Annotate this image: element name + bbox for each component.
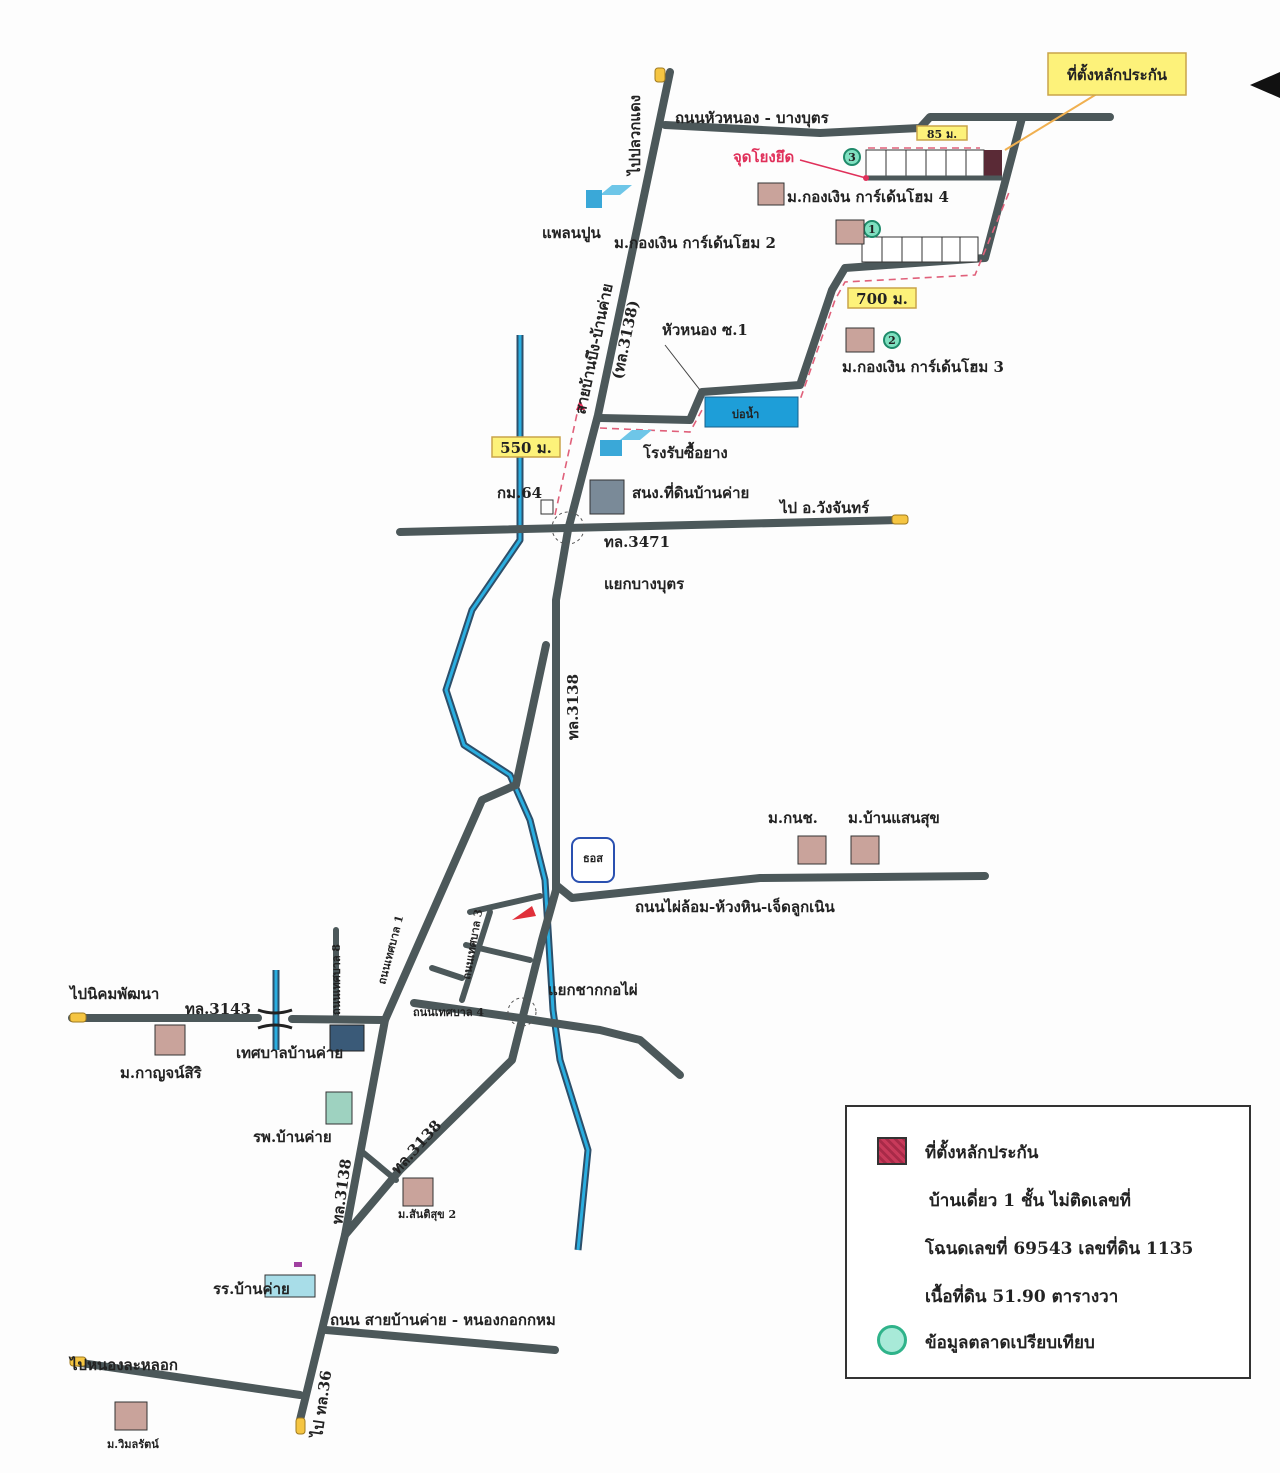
svg-text:แพลนปูน: แพลนปูน (542, 224, 602, 243)
svg-text:3: 3 (848, 151, 856, 164)
school-icon (264, 1274, 316, 1298)
comparable-markers: 3 1 2 (843, 148, 901, 349)
bank-logo-icon (571, 837, 615, 883)
svg-text:ถนน สายบ้านค่าย - หนองกอกกหม: ถนน สายบ้านค่าย - หนองกอกกหม (330, 1311, 556, 1329)
svg-text:ม.วิมลรัตน์: ม.วิมลรัตน์ (107, 1438, 159, 1451)
warehouse-icon (600, 440, 622, 456)
road-network (68, 68, 1114, 1424)
house-icon (154, 1024, 186, 1056)
svg-text:ถนนไผ่ล้อม-ห้วงหิน-เจ็ดลูกเนิน: ถนนไผ่ล้อม-ห้วงหิน-เจ็ดลูกเนิน (635, 897, 836, 917)
svg-text:550 ม.: 550 ม. (500, 439, 552, 457)
house-icon (850, 835, 880, 865)
svg-text:รพ.บ้านค่าย: รพ.บ้านค่าย (253, 1128, 332, 1146)
municipality-icon (329, 1024, 365, 1052)
house-icon (402, 1177, 434, 1207)
svg-text:1: 1 (868, 223, 876, 236)
road-phai-lom (552, 872, 989, 902)
legend-deed: โฉนดเลขที่ 69543 เลขที่ดิน 1135 (925, 1239, 1194, 1259)
svg-text:ทล.3471: ทล.3471 (604, 533, 670, 551)
arrow-icon (69, 1356, 87, 1367)
bridge-icon (257, 1008, 293, 1030)
svg-text:85 ม.: 85 ม. (927, 128, 957, 141)
hospital-icon (325, 1091, 353, 1125)
office-building-icon (589, 479, 625, 515)
arrow-icon (295, 1417, 306, 1435)
house-icon (797, 835, 827, 865)
road-3471 (396, 516, 904, 536)
svg-text:แยกชากกอไผ่: แยกชากกอไผ่ (548, 980, 638, 999)
svg-text:ม.กองเงิน การ์เด้นโฮม 3: ม.กองเงิน การ์เด้นโฮม 3 (842, 357, 1004, 376)
svg-text:700 ม.: 700 ม. (856, 290, 908, 308)
arrow-icon (891, 514, 909, 525)
road-to-chak-ko-phai (410, 999, 684, 1079)
svg-text:ม.กนช.: ม.กนช. (768, 809, 818, 827)
collateral-parcel (984, 150, 1002, 178)
legend-collateral: ที่ตั้งหลักประกัน (925, 1143, 1039, 1163)
canal (272, 335, 592, 1251)
collateral-location-tag: ที่ตั้งหลักประกัน (1067, 63, 1168, 84)
house-icon (114, 1401, 148, 1431)
svg-text:ทล.3138: ทล.3138 (388, 1117, 446, 1178)
svg-text:เทศบาลบ้านค่าย: เทศบาลบ้านค่าย (236, 1044, 343, 1062)
legend-comparable: ข้อมูลตลาดเปรียบเทียบ (925, 1333, 1095, 1353)
svg-text:จุดโยงยึด: จุดโยงยึด (733, 147, 794, 167)
collateral-swatch-icon (877, 1137, 907, 1165)
svg-text:รร.บ้านค่าย: รร.บ้านค่าย (213, 1280, 290, 1298)
svg-text:โรงรับซื้อยาง: โรงรับซื้อยาง (642, 441, 728, 462)
road-thetsaban-1 (296, 641, 550, 1424)
svg-text:ถนนเทศบาล 8: ถนนเทศบาล 8 (330, 944, 343, 1015)
arrow-icon (69, 1012, 87, 1023)
svg-text:ธอส: ธอส (583, 852, 603, 865)
svg-text:ถนนเทศบาล 4: ถนนเทศบาล 4 (413, 1006, 484, 1019)
svg-text:ม.กองเงิน การ์เด้นโฮม 4: ม.กองเงิน การ์เด้นโฮม 4 (787, 187, 949, 206)
legend-house-type: บ้านเดี่ยว 1 ชั้น ไม่ติดเลขที่ (929, 1191, 1131, 1211)
parcel-row-south (861, 236, 979, 263)
legend-area: เนื้อที่ดิน 51.90 ตารางวา (925, 1287, 1119, 1307)
svg-text:สนง.ที่ดินบ้านค่าย: สนง.ที่ดินบ้านค่าย (632, 482, 749, 502)
road-to-nong-lalok (70, 1358, 304, 1399)
svg-text:ม.กาญจน์สิริ: ม.กาญจน์สิริ (120, 1064, 203, 1082)
svg-text:แยกบางบุตร: แยกบางบุตร (604, 575, 685, 594)
house-icon (845, 327, 875, 353)
plant-icon (600, 185, 632, 195)
svg-text:ไปนิคมพัฒนา: ไปนิคมพัฒนา (68, 984, 159, 1003)
arrow-icon (654, 67, 666, 83)
road-ban-khai-nong-kok (322, 1326, 559, 1354)
svg-text:ม.บ้านแสนสุข: ม.บ้านแสนสุข (848, 809, 940, 828)
distance-tags: 85 ม. 700 ม. 550 ม. ที่ตั้งหลักประกัน (491, 52, 1187, 458)
house-icon (757, 182, 785, 206)
svg-text:ทล.3138: ทล.3138 (564, 674, 582, 740)
svg-text:ทล.3143: ทล.3143 (185, 1000, 251, 1018)
comparable-circle-icon (877, 1325, 907, 1355)
km-marker-icon (540, 499, 554, 515)
flag-icon (294, 1262, 302, 1267)
house-icons: ธอส (114, 182, 880, 1431)
svg-text:ไปปลวกแดง: ไปปลวกแดง (625, 95, 644, 177)
svg-text:ม.สันติสุข 2: ม.สันติสุข 2 (398, 1208, 456, 1222)
direction-arrows (69, 67, 1280, 1435)
svg-text:บ่อน้ำ: บ่อน้ำ (732, 406, 759, 421)
north-arrow-icon (1250, 72, 1280, 98)
svg-text:ไป อ.วังจันทร์: ไป อ.วังจันทร์ (778, 498, 870, 517)
svg-text:2: 2 (888, 334, 896, 347)
tag-pointer (1004, 91, 1101, 151)
parcel-row-north (865, 149, 1002, 181)
svg-text:ม.กองเงิน การ์เด้นโฮม 2: ม.กองเงิน การ์เด้นโฮม 2 (614, 233, 776, 252)
route-path (554, 147, 1011, 516)
svg-text:หัวหนอง ซ.1: หัวหนอง ซ.1 (662, 321, 748, 339)
plant-icon (586, 190, 602, 208)
svg-text:ไปหนองละหลอก: ไปหนองละหลอก (68, 1355, 178, 1374)
house-icon (835, 219, 865, 245)
map-legend: ที่ตั้งหลักประกัน บ้านเดี่ยว 1 ชั้น ไม่ต… (845, 1105, 1251, 1379)
honda-logo-icon (512, 906, 536, 920)
pond (704, 396, 799, 428)
svg-text:กม.64: กม.64 (497, 484, 542, 502)
svg-text:ถนนหัวหนอง - บางบุตร: ถนนหัวหนอง - บางบุตร (675, 109, 830, 128)
